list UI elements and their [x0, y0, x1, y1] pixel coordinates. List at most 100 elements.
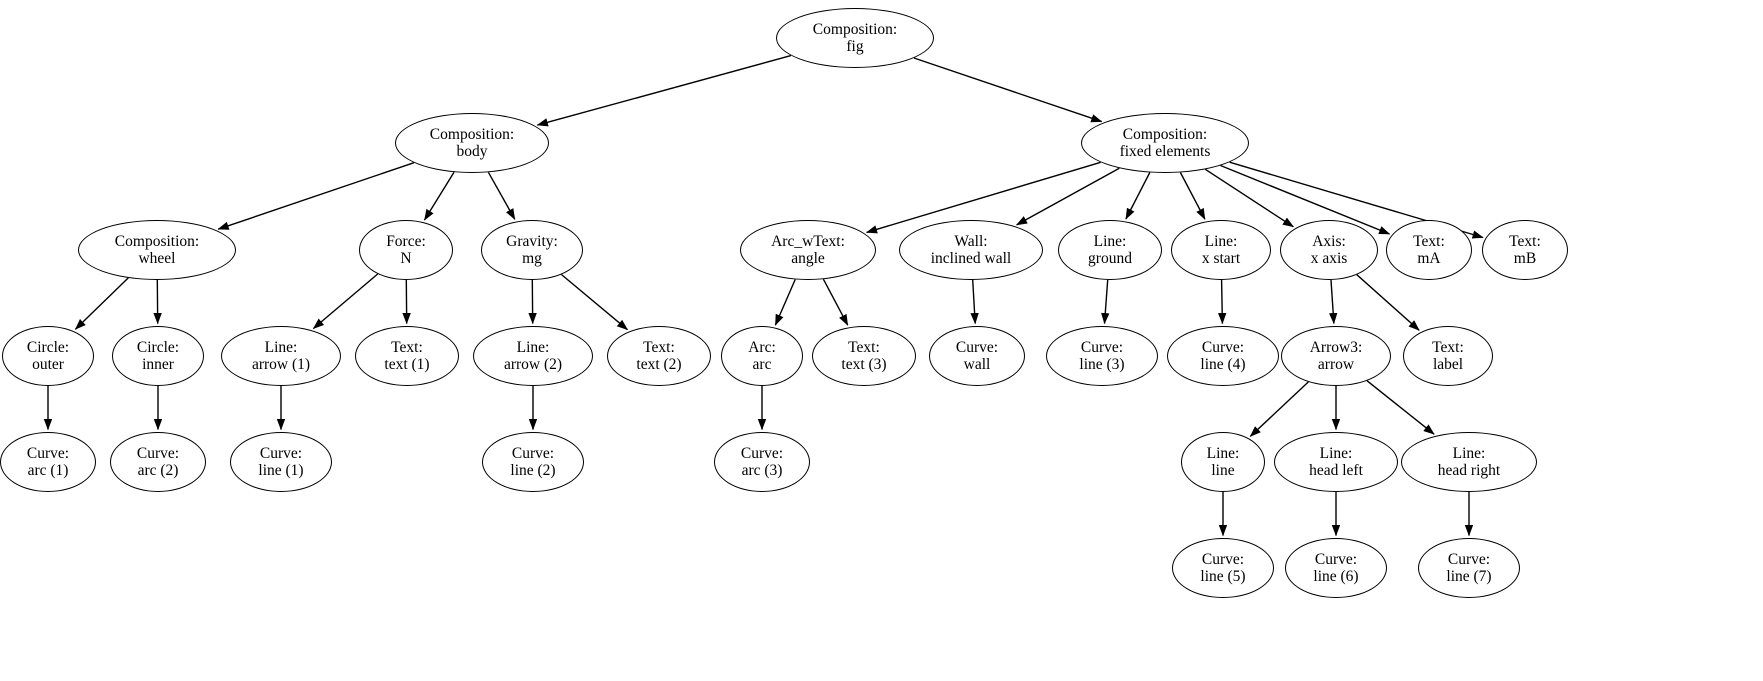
node-name-label: ground	[1088, 250, 1132, 267]
node-name-label: inclined wall	[930, 250, 1012, 267]
graph-node-circleouter[interactable]: Circle:outer	[2, 326, 94, 386]
graph-node-lineheadright[interactable]: Line:head right	[1401, 432, 1537, 492]
node-name-label: arc (1)	[27, 462, 69, 479]
node-name-label: mA	[1417, 250, 1441, 267]
node-name-label: inner	[142, 356, 174, 373]
graph-edge-fixed-to-arcwtext	[865, 161, 1101, 234]
graph-node-wall[interactable]: Wall:inclined wall	[899, 220, 1043, 280]
node-name-label: arc (2)	[137, 462, 179, 479]
node-name-label: N	[400, 250, 412, 267]
graph-node-lineheadleft[interactable]: Line:head left	[1274, 432, 1398, 492]
graph-node-lineline[interactable]: Line:line	[1181, 432, 1265, 492]
graph-edge-fig-to-body	[536, 54, 792, 127]
node-type-label: Force:	[386, 232, 426, 250]
graph-node-curvearc2[interactable]: Curve:arc (2)	[110, 432, 206, 492]
node-type-label: Text:	[643, 338, 675, 356]
graph-edge-axis-to-arrow3	[1329, 279, 1338, 325]
node-type-label: Axis:	[1312, 232, 1346, 250]
node-type-label: Line:	[1452, 444, 1486, 462]
graph-edge-gravity-to-texttext2	[560, 273, 629, 331]
node-type-label: Text:	[1432, 338, 1464, 356]
graph-node-textlabel[interactable]: Text:label	[1403, 326, 1493, 386]
graph-edge-fig-to-fixed	[913, 57, 1103, 123]
graph-node-wheel[interactable]: Composition:wheel	[78, 220, 236, 280]
graph-node-textmB[interactable]: Text:mB	[1482, 220, 1568, 280]
node-name-label: body	[456, 143, 488, 160]
node-type-label: Composition:	[114, 232, 200, 250]
node-type-label: Curve:	[1447, 550, 1491, 568]
node-type-label: Curve:	[955, 338, 999, 356]
node-name-label: mg	[522, 250, 542, 267]
node-type-label: Circle:	[136, 338, 180, 356]
node-name-label: wall	[963, 356, 991, 373]
node-type-label: Composition:	[1122, 125, 1208, 143]
node-name-label: head right	[1437, 462, 1501, 479]
node-name-label: arc	[752, 356, 772, 373]
graph-edge-fixed-to-axis	[1204, 168, 1294, 228]
graph-node-curveline2[interactable]: Curve:line (2)	[482, 432, 584, 492]
graph-node-curvearc3[interactable]: Curve:arc (3)	[714, 432, 810, 492]
node-type-label: Curve:	[740, 444, 784, 462]
graph-node-arrow3[interactable]: Arrow3:arrow	[1281, 326, 1391, 386]
graph-node-arcarc[interactable]: Arc:arc	[721, 326, 803, 386]
node-type-label: Text:	[391, 338, 423, 356]
graph-edge-body-to-forceN	[423, 171, 455, 221]
node-type-label: Circle:	[26, 338, 70, 356]
node-type-label: Curve:	[511, 444, 555, 462]
graph-node-forceN[interactable]: Force:N	[359, 220, 453, 280]
graph-node-body[interactable]: Composition:body	[395, 113, 549, 173]
graph-node-circleinner[interactable]: Circle:inner	[112, 326, 204, 386]
graph-node-texttext1[interactable]: Text:text (1)	[355, 326, 459, 386]
node-name-label: angle	[791, 250, 825, 267]
graph-node-texttext2[interactable]: Text:text (2)	[607, 326, 711, 386]
graph-edge-fixed-to-wall	[1015, 167, 1120, 226]
graph-node-curveline5[interactable]: Curve:line (5)	[1172, 538, 1274, 598]
graph-node-fixed[interactable]: Composition:fixed elements	[1081, 113, 1249, 173]
node-type-label: Curve:	[259, 444, 303, 462]
node-name-label: arrow	[1317, 356, 1355, 373]
node-type-label: Wall:	[954, 232, 988, 250]
node-name-label: line	[1211, 462, 1235, 479]
node-type-label: Line:	[1206, 444, 1240, 462]
graph-node-arcwtext[interactable]: Arc_wText:angle	[740, 220, 876, 280]
graph-node-gravity[interactable]: Gravity:mg	[481, 220, 583, 280]
node-name-label: mB	[1513, 250, 1537, 267]
graph-node-lineground[interactable]: Line:ground	[1058, 220, 1162, 280]
node-name-label: text (2)	[636, 356, 682, 373]
graph-edge-wheel-to-circleouter	[74, 277, 129, 330]
graph-node-linexstart[interactable]: Line:x start	[1171, 220, 1271, 280]
node-type-label: Curve:	[26, 444, 70, 462]
graph-node-curvewall[interactable]: Curve:wall	[929, 326, 1025, 386]
graph-node-linearrow1[interactable]: Line:arrow (1)	[221, 326, 341, 386]
node-type-label: Composition:	[429, 125, 515, 143]
node-type-label: Text:	[1413, 232, 1445, 250]
graph-node-curveline1[interactable]: Curve:line (1)	[230, 432, 332, 492]
node-name-label: label	[1432, 356, 1464, 373]
node-type-label: Line:	[1319, 444, 1353, 462]
graph-edge-arcwtext-to-arcarc	[774, 279, 796, 326]
graph-node-curvearc1[interactable]: Curve:arc (1)	[0, 432, 96, 492]
graph-node-linearrow2[interactable]: Line:arrow (2)	[473, 326, 593, 386]
graph-edge-fixed-to-textmA	[1220, 164, 1391, 235]
graph-node-texttext3[interactable]: Text:text (3)	[812, 326, 916, 386]
graph-edge-linexstart-to-curveline4	[1218, 279, 1227, 325]
graph-node-textmA[interactable]: Text:mA	[1386, 220, 1472, 280]
node-type-label: Curve:	[136, 444, 180, 462]
node-name-label: line (4)	[1200, 356, 1246, 373]
graph-node-fig[interactable]: Composition:fig	[776, 8, 934, 68]
graph-node-axis[interactable]: Axis:x axis	[1280, 220, 1378, 280]
node-type-label: Arrow3:	[1309, 338, 1363, 356]
graph-node-curveline6[interactable]: Curve:line (6)	[1285, 538, 1387, 598]
node-type-label: Curve:	[1201, 550, 1245, 568]
graph-edge-body-to-wheel	[217, 162, 415, 230]
node-name-label: arc (3)	[741, 462, 783, 479]
graph-node-curveline4[interactable]: Curve:line (4)	[1167, 326, 1279, 386]
node-name-label: line (7)	[1446, 568, 1492, 585]
node-type-label: Text:	[848, 338, 880, 356]
node-type-label: Arc_wText:	[771, 232, 845, 250]
node-name-label: arrow (1)	[251, 356, 311, 373]
graph-node-curveline3[interactable]: Curve:line (3)	[1046, 326, 1158, 386]
node-type-label: Line:	[516, 338, 550, 356]
node-type-label: Gravity:	[506, 232, 558, 250]
graph-node-curveline7[interactable]: Curve:line (7)	[1418, 538, 1520, 598]
